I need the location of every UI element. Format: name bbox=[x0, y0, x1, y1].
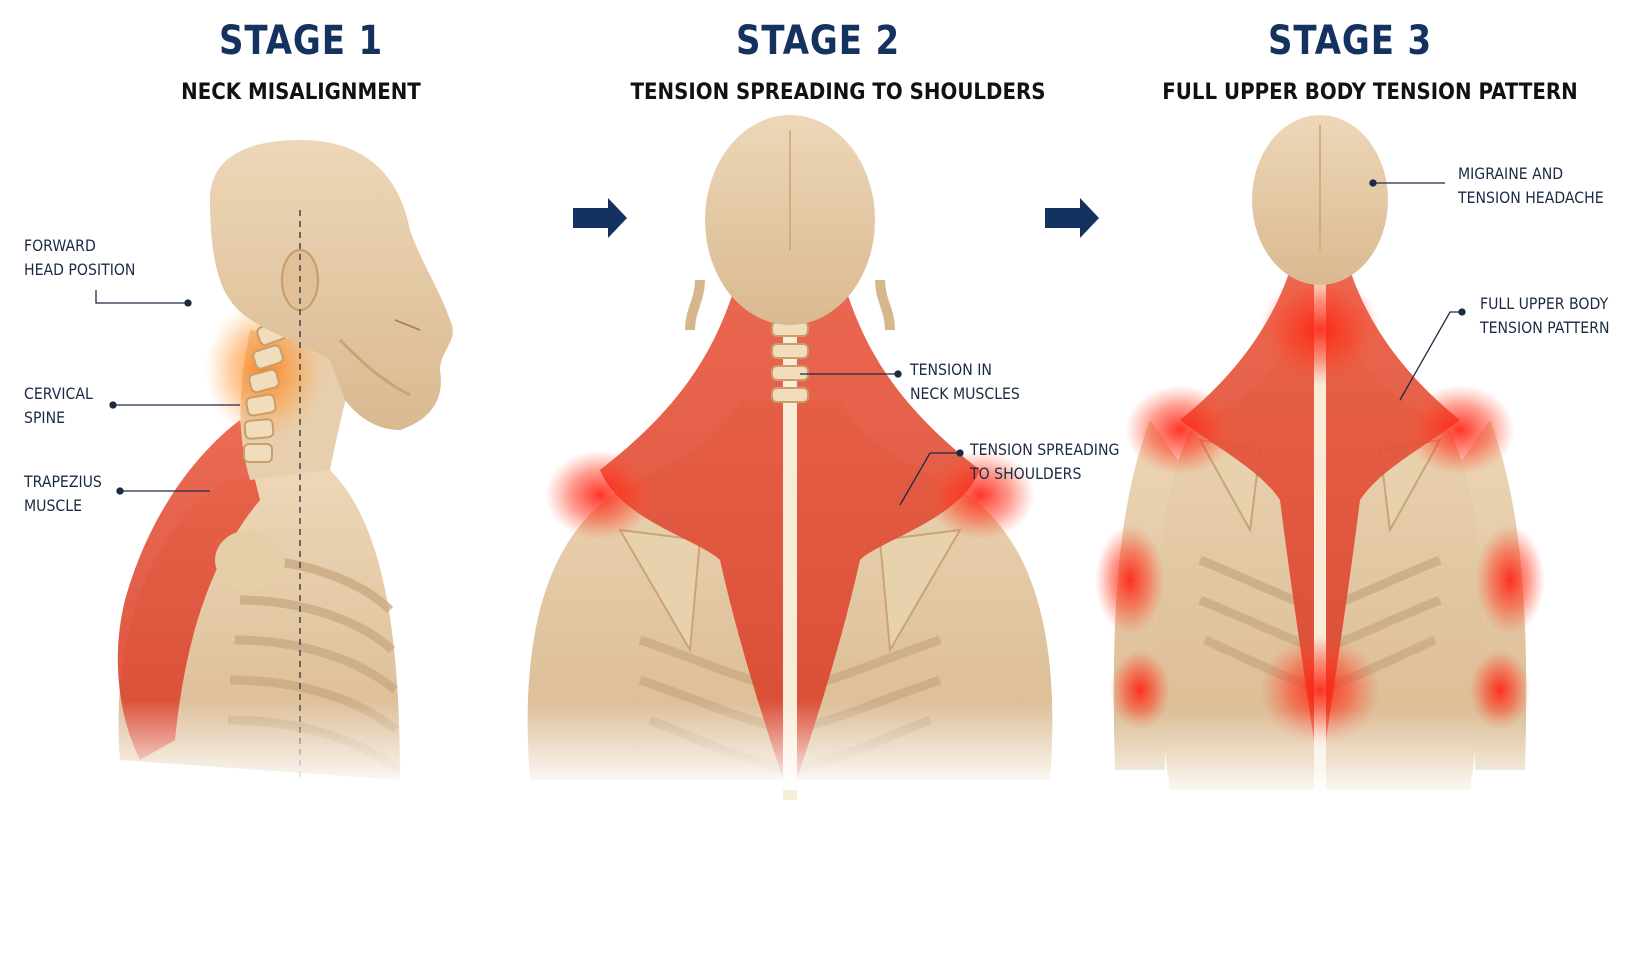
stage-1-subtitle: NECK MISALIGNMENT bbox=[181, 80, 421, 105]
label-line: TENSION IN bbox=[910, 360, 992, 379]
label-tension-spreading-shoulders: TENSION SPREADING TO SHOULDERS bbox=[970, 438, 1119, 486]
label-line: CERVICAL bbox=[24, 384, 93, 403]
label-line: FULL UPPER BODY bbox=[1480, 294, 1609, 313]
stage-1-figure bbox=[60, 140, 453, 790]
label-forward-head-position: FORWARD HEAD POSITION bbox=[24, 234, 135, 282]
stage-2-subtitle: TENSION SPREADING TO SHOULDERS bbox=[630, 80, 1046, 105]
label-line: TENSION PATTERN bbox=[1480, 318, 1610, 337]
label-line: SPINE bbox=[24, 408, 66, 427]
label-line: TRAPEZIUS bbox=[24, 472, 102, 491]
label-line: MIGRAINE AND bbox=[1458, 164, 1564, 183]
arrow-right-icon bbox=[1045, 198, 1099, 238]
stage-3-title: STAGE 3 bbox=[1268, 18, 1432, 64]
label-line: NECK MUSCLES bbox=[910, 384, 1020, 403]
label-line: MUSCLE bbox=[24, 496, 82, 515]
stage-1-title: STAGE 1 bbox=[219, 18, 383, 64]
label-line: TENSION SPREADING bbox=[970, 440, 1120, 459]
stage-3-subtitle: FULL UPPER BODY TENSION PATTERN bbox=[1162, 80, 1578, 105]
label-migraine-tension-headache: MIGRAINE AND TENSION HEADACHE bbox=[1458, 162, 1604, 210]
label-line: HEAD POSITION bbox=[24, 260, 136, 279]
label-line: FORWARD bbox=[24, 236, 96, 255]
stage-2-title: STAGE 2 bbox=[736, 18, 900, 64]
label-tension-neck-muscles: TENSION IN NECK MUSCLES bbox=[910, 358, 1020, 406]
label-full-upper-body-tension: FULL UPPER BODY TENSION PATTERN bbox=[1480, 292, 1610, 340]
label-line: TO SHOULDERS bbox=[970, 464, 1082, 483]
stage-2-figure bbox=[510, 115, 1070, 800]
leader-lines bbox=[95, 179, 1466, 506]
label-cervical-spine: CERVICAL SPINE bbox=[24, 382, 93, 430]
label-line: TENSION HEADACHE bbox=[1458, 188, 1604, 207]
label-trapezius-muscle: TRAPEZIUS MUSCLE bbox=[24, 470, 102, 518]
stage-3-figure bbox=[1090, 115, 1550, 800]
arrow-right-icon bbox=[573, 198, 627, 238]
